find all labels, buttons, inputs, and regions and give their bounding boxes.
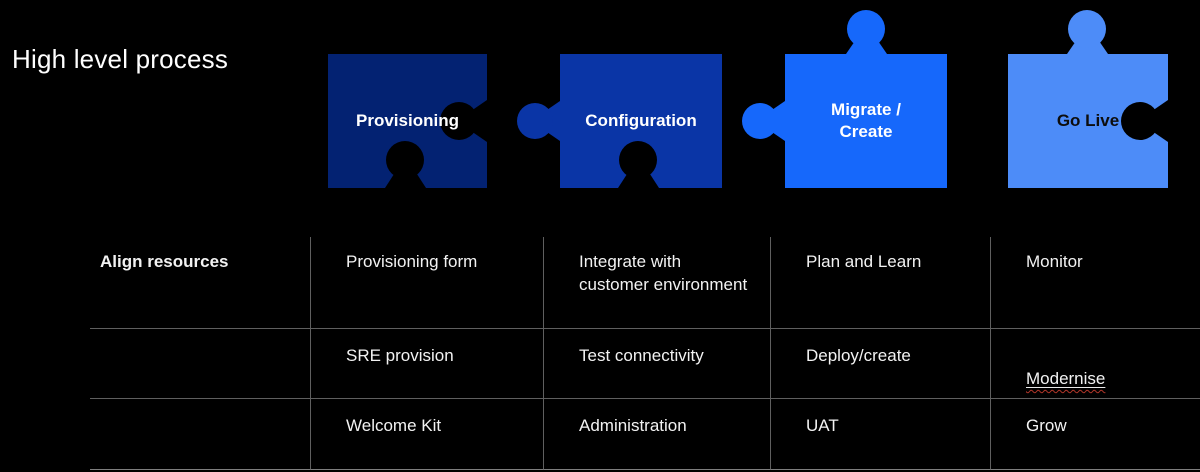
puzzle-socket-bottom [385,141,426,188]
table-cell: Monitor [990,237,1200,329]
puzzle-piece-icon [742,10,947,188]
table-cell-empty [90,329,310,399]
step-label: Go Live [1056,111,1120,130]
puzzle-tab-top [846,10,887,54]
puzzle-socket-right [440,100,487,142]
table-cell: Plan and Learn [770,237,990,329]
process-step-configuration: Configuration [517,54,722,188]
puzzle-piece-icon [328,54,487,188]
process-table: Align resources Provisioning form Integr… [90,237,1200,470]
table-cell: Administration [543,399,770,470]
step-label: Migrate / Create [831,100,901,141]
puzzle-piece-icon [517,54,722,188]
table-cell-empty [90,399,310,470]
table-cell: Integrate with customer environment [543,237,770,329]
table-cell: UAT [770,399,990,470]
table-cell: SRE provision [310,329,543,399]
step-label: Provisioning [356,111,459,130]
table-cell-modernise: Modernise [990,329,1200,399]
table-cell: Welcome Kit [310,399,543,470]
spellcheck-underline: Modernise [1026,369,1106,388]
puzzle-piece-icon [1008,10,1168,188]
puzzle-socket-bottom [618,141,659,188]
table-cell: Grow [990,399,1200,470]
puzzle-tab-top [1067,10,1108,54]
page-title: High level process [12,44,229,74]
row-header: Align resources [90,237,310,329]
puzzle-tab-left [517,101,560,141]
process-step-provisioning: Provisioning [328,54,487,188]
table-cell: Deploy/create [770,329,990,399]
puzzle-tab-left [742,101,785,141]
table-cell: Provisioning form [310,237,543,329]
step-label: Configuration [585,111,697,130]
process-step-migrate-create: Migrate / Create [742,10,947,188]
process-step-go-live: Go Live [1008,10,1168,188]
puzzle-socket-right [1121,100,1168,142]
table-cell: Test connectivity [543,329,770,399]
